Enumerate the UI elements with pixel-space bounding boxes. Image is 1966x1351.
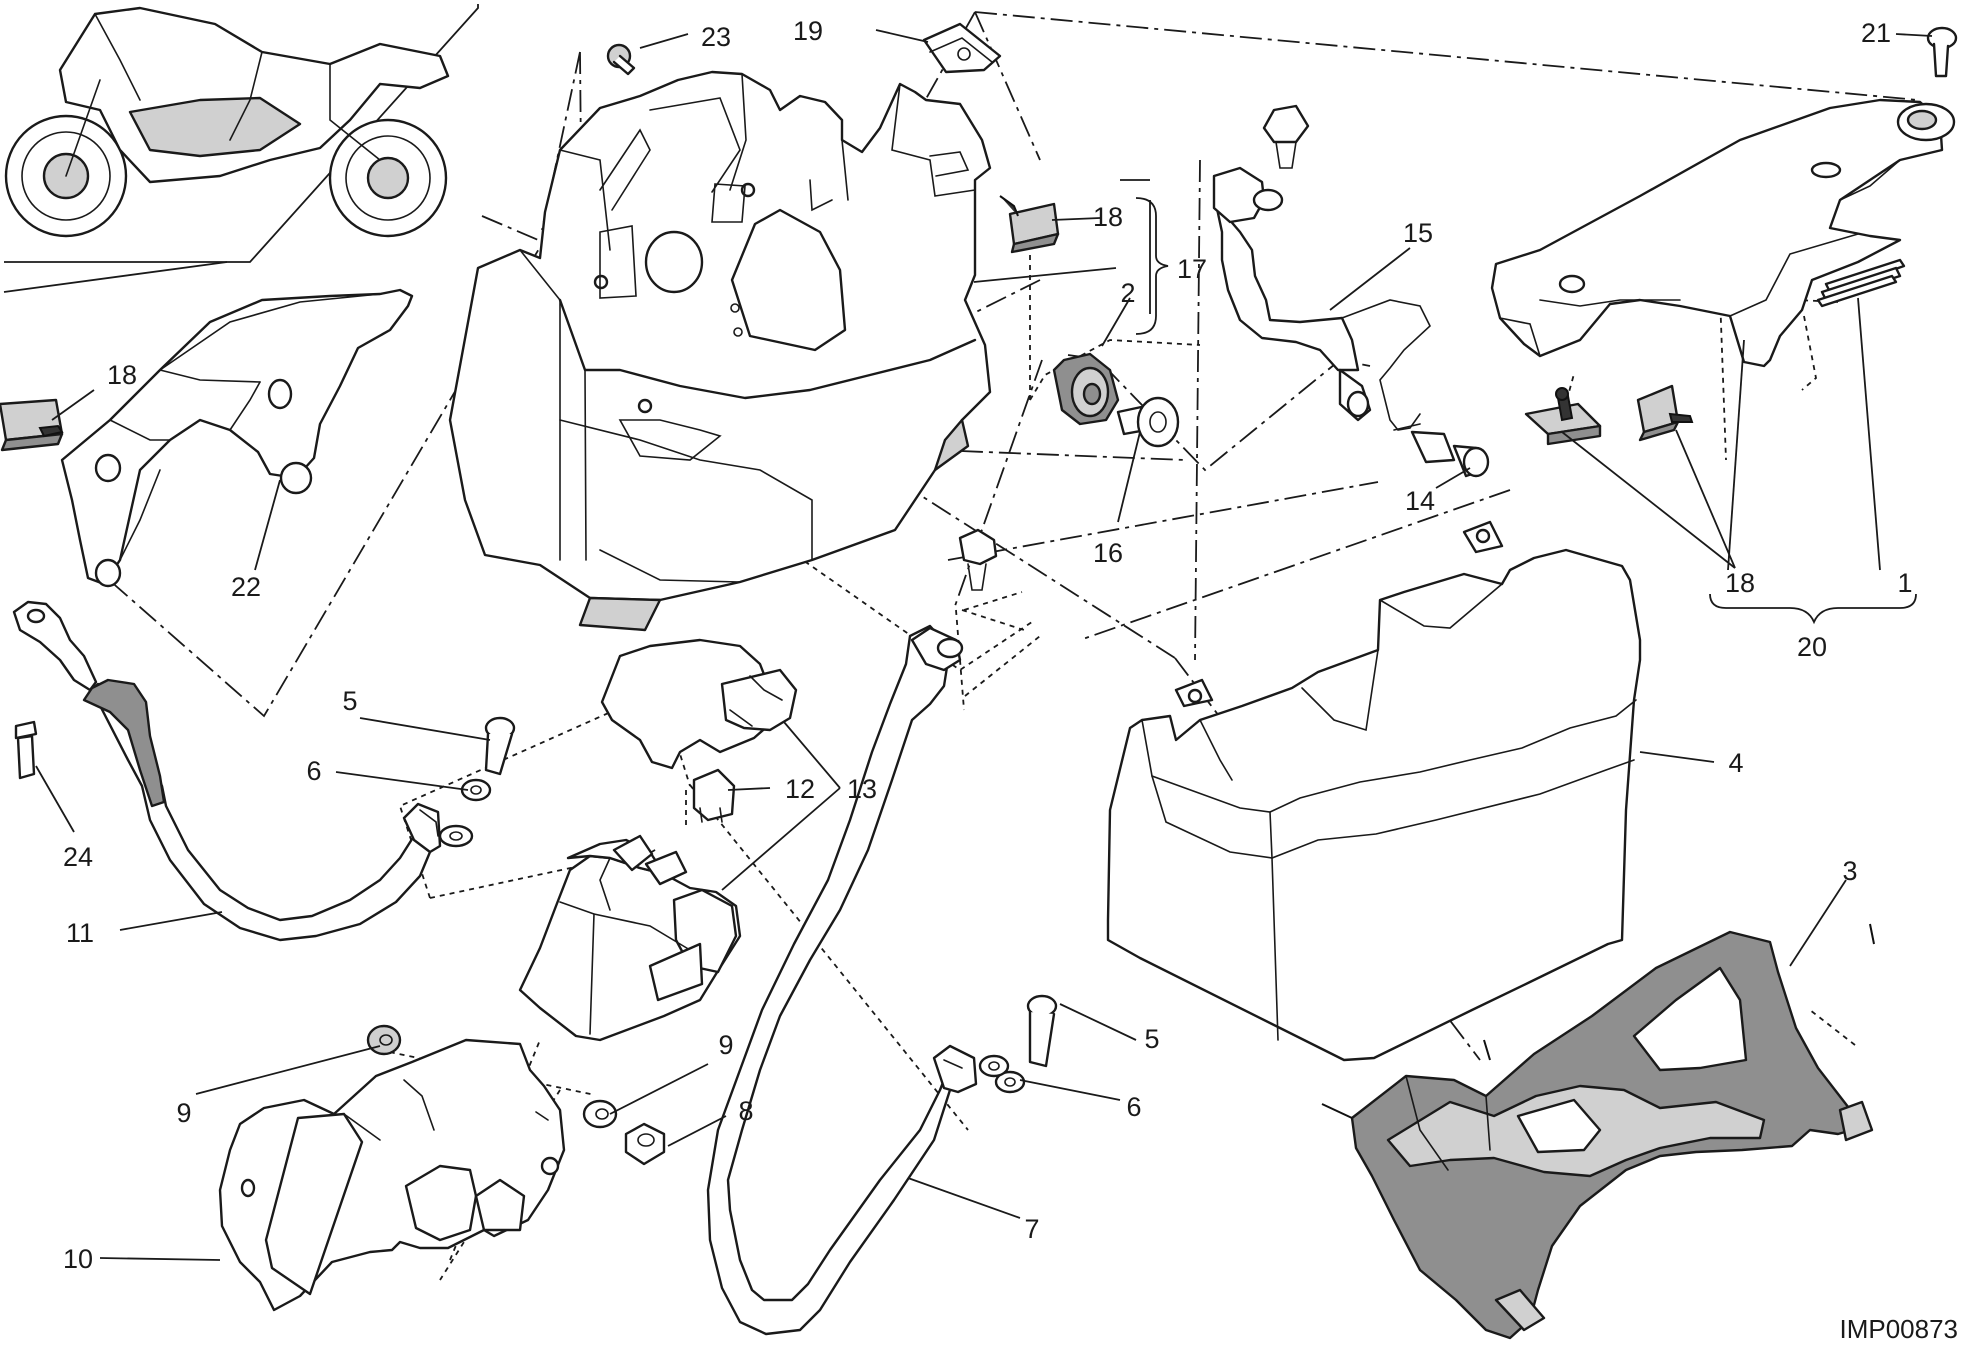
brace-20 xyxy=(1709,593,1917,625)
side-cover xyxy=(218,1038,566,1312)
callout-3: 3 xyxy=(1842,856,1857,886)
negative-cable xyxy=(706,624,978,1336)
callout-9-left: 9 xyxy=(176,1098,191,1128)
callout-8: 8 xyxy=(738,1096,753,1126)
callout-13: 13 xyxy=(847,774,877,804)
rubber-pad-right-b xyxy=(1636,384,1694,442)
washer-6-right xyxy=(994,1070,1026,1094)
callout-18-right: 18 xyxy=(1725,568,1755,598)
callout-6-left: 6 xyxy=(306,756,321,786)
callout-20: 20 xyxy=(1797,632,1827,662)
callout-10: 10 xyxy=(63,1244,93,1274)
screw-battery-terminal-top xyxy=(1262,104,1310,169)
motorcycle-locator-inset xyxy=(3,4,479,293)
bracket xyxy=(60,288,414,588)
callout-18-mid: 18 xyxy=(1093,202,1123,232)
callout-6-right: 6 xyxy=(1126,1092,1141,1122)
battery xyxy=(1106,520,1642,1062)
callout-labels: 1 2 3 4 5 5 6 6 7 8 9 9 10 11 12 13 14 1… xyxy=(63,16,1913,1274)
screw-23 xyxy=(606,43,636,76)
motorcycle-illustration xyxy=(4,6,450,238)
callout-5-left: 5 xyxy=(342,686,357,716)
callout-15: 15 xyxy=(1403,218,1433,248)
diagram-code: IMP00873 xyxy=(1839,1314,1958,1344)
callout-11: 11 xyxy=(66,918,94,948)
callout-9-right: 9 xyxy=(718,1030,733,1060)
rubber-pad-mid xyxy=(999,195,1060,254)
washer-9-left xyxy=(366,1024,402,1056)
callout-4: 4 xyxy=(1728,748,1743,778)
brace-17 xyxy=(1135,197,1169,335)
screw-21 xyxy=(1926,26,1958,78)
callout-12: 12 xyxy=(785,774,815,804)
ground-cable xyxy=(1212,166,1431,431)
callout-21: 21 xyxy=(1861,18,1891,48)
callout-18-left: 18 xyxy=(107,360,137,390)
screw-5-left xyxy=(484,716,516,776)
positive-cable xyxy=(12,600,442,942)
spacer-washer xyxy=(1116,396,1180,448)
callout-19: 19 xyxy=(793,16,823,46)
solenoid-cover xyxy=(600,638,798,770)
callout-14: 14 xyxy=(1405,486,1435,516)
callout-17: 17 xyxy=(1177,254,1207,284)
callout-2: 2 xyxy=(1120,278,1135,308)
callout-24: 24 xyxy=(63,842,93,872)
battery-holder-strip xyxy=(1490,98,1956,368)
callout-23: 23 xyxy=(701,22,731,52)
starter-solenoid xyxy=(518,834,742,1042)
screw-24 xyxy=(14,720,38,780)
battery-support xyxy=(1321,923,1875,1340)
flange-screw-14 xyxy=(1410,430,1490,478)
nut-8 xyxy=(624,1122,666,1166)
screw-cable-7-top xyxy=(958,528,998,591)
terminal-washer-right xyxy=(978,1054,1010,1078)
fuse xyxy=(692,768,736,823)
rubber-pad-right-a xyxy=(1524,387,1602,446)
rubber-pad-left xyxy=(0,398,64,452)
terminal-washer-left xyxy=(438,824,474,848)
callout-7: 7 xyxy=(1024,1214,1039,1244)
washer-9-right xyxy=(582,1099,618,1129)
leader-lines xyxy=(35,29,1933,1261)
callout-22: 22 xyxy=(231,572,261,602)
grommet xyxy=(1052,352,1120,426)
callout-1: 1 xyxy=(1897,568,1912,598)
foam-strip xyxy=(1816,258,1906,308)
callout-5-right: 5 xyxy=(1144,1024,1159,1054)
callout-16: 16 xyxy=(1093,538,1123,568)
screw-5-right xyxy=(1026,994,1058,1068)
battery-tray xyxy=(448,70,992,632)
spring-clip-19 xyxy=(922,22,1002,74)
